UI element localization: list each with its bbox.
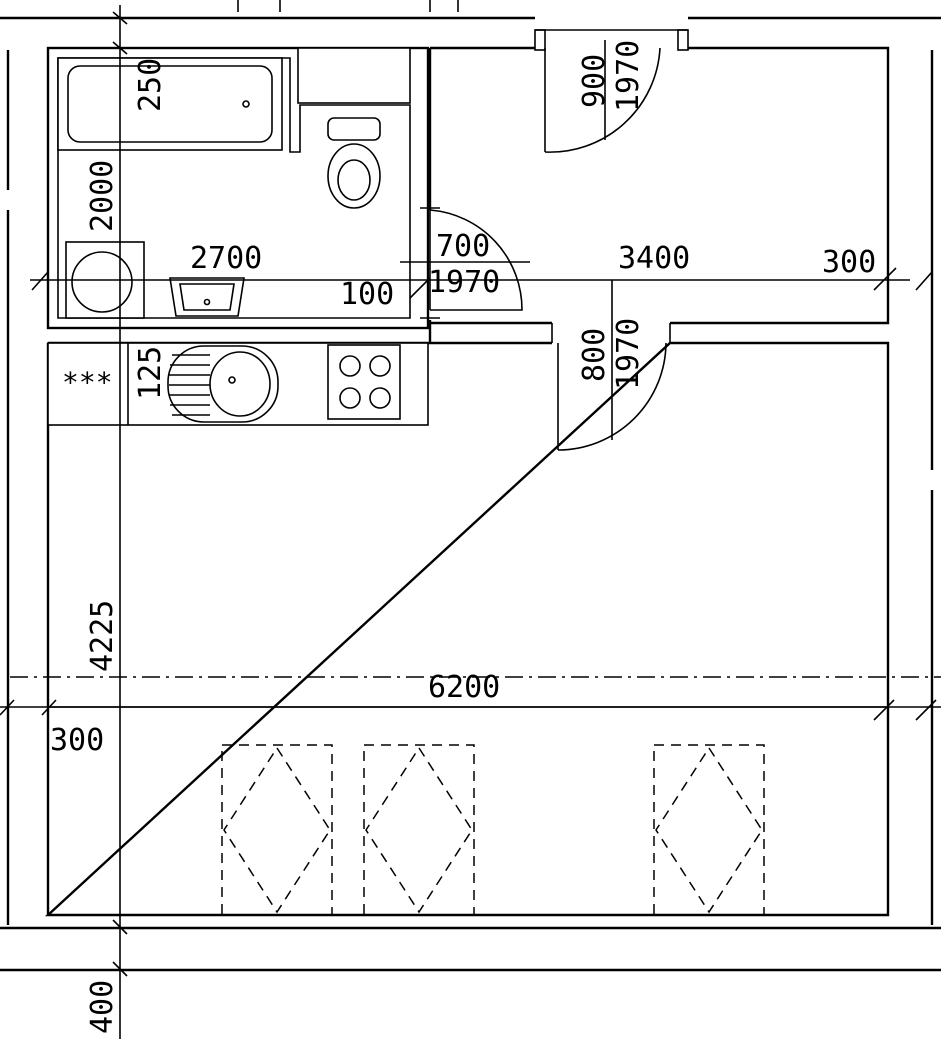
dim-right-wall: 300 (822, 245, 876, 280)
entry-door (534, 29, 689, 153)
dim-window-wall: 300 (50, 723, 104, 758)
dim-partition: 100 (340, 277, 394, 312)
dim-bath-depth: 2000 (85, 160, 120, 232)
washbasin (169, 277, 245, 317)
dim-total-width: 6200 (428, 670, 500, 705)
cabinet (297, 47, 411, 104)
dim-bath-width: 2700 (190, 241, 262, 276)
bathtub (57, 57, 283, 151)
toilet (327, 117, 381, 209)
bathroom-door (420, 207, 523, 319)
room-door (551, 323, 671, 451)
dim-room-depth: 4225 (85, 600, 120, 672)
skylight-middle (363, 744, 475, 916)
kitchen-stars-marker: *** (62, 366, 113, 399)
dim-hall-width: 3400 (618, 241, 690, 276)
room-outlines (44, 46, 890, 917)
skylight-left (221, 744, 333, 916)
dim-entry-door-width: 900 (577, 54, 612, 108)
skylight-right (653, 744, 765, 916)
dim-room-door-width: 800 (577, 328, 612, 382)
dim-bath-tub-gap: 250 (133, 58, 168, 112)
exterior-walls (0, 0, 941, 972)
dim-bath-door-width: 700 (436, 229, 490, 264)
dim-outer-wall: 400 (85, 980, 120, 1034)
dimension-labels: 250 2000 2700 3400 300 100 700 1970 900 … (50, 40, 876, 1034)
dim-room-door-height: 1970 (611, 318, 646, 390)
dim-entry-door-height: 1970 (611, 40, 646, 112)
dim-bath-door-height: 1970 (428, 265, 500, 300)
dim-kitchen-gap: 125 (133, 346, 168, 400)
kitchen-sink (167, 345, 279, 423)
stove (327, 344, 401, 420)
dimension-lines (0, 5, 941, 1039)
